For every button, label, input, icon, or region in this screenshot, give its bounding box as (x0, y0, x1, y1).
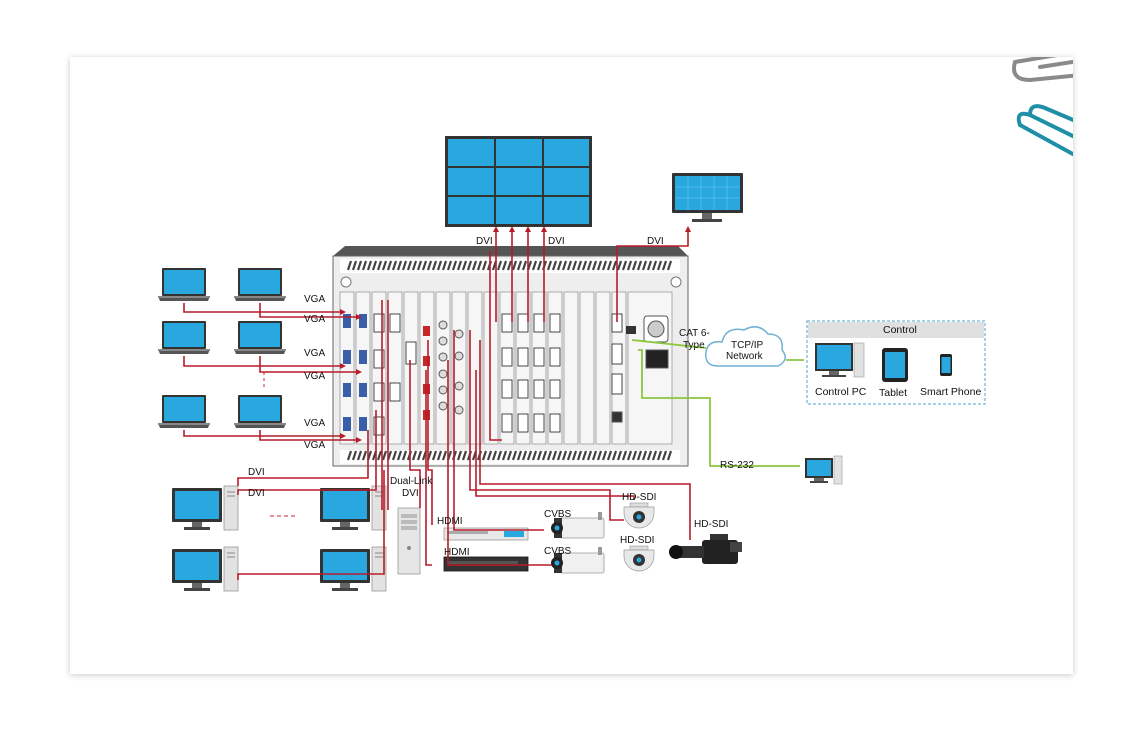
paperclip-gray-icon (1000, 57, 1073, 83)
desktop-pc-icon (319, 485, 387, 531)
smartphone-icon (940, 354, 952, 376)
label-vga-5: VGA (304, 418, 325, 429)
camcorder-icon (669, 534, 742, 564)
laptop-icon (234, 395, 286, 428)
control-title: Control (883, 324, 917, 336)
label-vga-6: VGA (304, 440, 325, 451)
label-vga-4: VGA (304, 371, 325, 382)
label-vga-1: VGA (304, 294, 325, 305)
label-vga-3: VGA (304, 348, 325, 359)
label-dvi-left: DVI (476, 236, 493, 247)
rs232-monitor-icon (805, 455, 843, 485)
system-diagram: DVI DVI DVI VGA VGA VGA VGA VGA VGA DVI … (158, 57, 1073, 592)
laptop-icon (234, 268, 286, 301)
label-cvbs-2: CVBS (544, 546, 572, 557)
laptop-icon (158, 395, 210, 428)
label-cat6-line2: Type (683, 340, 705, 351)
label-hdmi-1: HDMI (437, 516, 463, 527)
laptop-icon (158, 321, 210, 354)
label-dvi-pc-1: DVI (248, 467, 265, 478)
signal-arrowheads (340, 226, 691, 443)
label-tcpip-line2: Network (726, 351, 764, 362)
label-dvi-pc-2: DVI (248, 488, 265, 499)
label-hd-sdi-1: HD-SDI (622, 492, 656, 503)
label-hd-sdi-2: HD-SDI (620, 535, 654, 546)
hdmi-player-icon (443, 556, 529, 572)
control-panel (806, 320, 986, 405)
label-cat6-line1: CAT 6- (679, 328, 710, 339)
control-lines (631, 339, 804, 467)
label-tcpip-line1: TCP/IP (731, 340, 764, 351)
laptop-icon (234, 321, 286, 354)
label-dvi-right: DVI (548, 236, 565, 247)
label-rs232: RS-232 (720, 460, 754, 471)
matrix-switcher-chassis (332, 246, 689, 467)
tcpip-network-cloud-icon (705, 326, 786, 367)
desktop-pc-icon (171, 546, 239, 592)
label-tablet: Tablet (879, 387, 907, 399)
label-dual-link-1: Dual-Link (390, 476, 433, 487)
laptop-icon (158, 268, 210, 301)
hdmi-player-icon (443, 527, 529, 541)
tablet-icon (882, 348, 908, 382)
label-vga-2: VGA (304, 314, 325, 325)
label-hd-sdi-3: HD-SDI (694, 519, 728, 530)
label-dvi-monitor: DVI (647, 236, 664, 247)
label-control-pc: Control PC (815, 386, 867, 398)
output-monitor-icon (672, 173, 743, 222)
label-smart-phone: Smart Phone (920, 386, 981, 398)
dome-camera-icon (623, 502, 655, 529)
control-pc-icon (815, 342, 865, 378)
desktop-pc-icon (171, 485, 239, 531)
paperclip-teal-icon (1016, 104, 1073, 157)
label-cvbs-1: CVBS (544, 509, 572, 520)
signal-lines (183, 228, 691, 580)
diagram-card: DVI DVI DVI VGA VGA VGA VGA VGA VGA DVI … (70, 57, 1073, 674)
video-wall-icon (445, 136, 592, 227)
desktop-pc-icon (319, 546, 387, 592)
label-dual-link-2: DVI (402, 488, 419, 499)
tower-pc-icon (397, 507, 421, 575)
label-hdmi-2: HDMI (444, 547, 470, 558)
dome-camera-icon (623, 545, 655, 572)
